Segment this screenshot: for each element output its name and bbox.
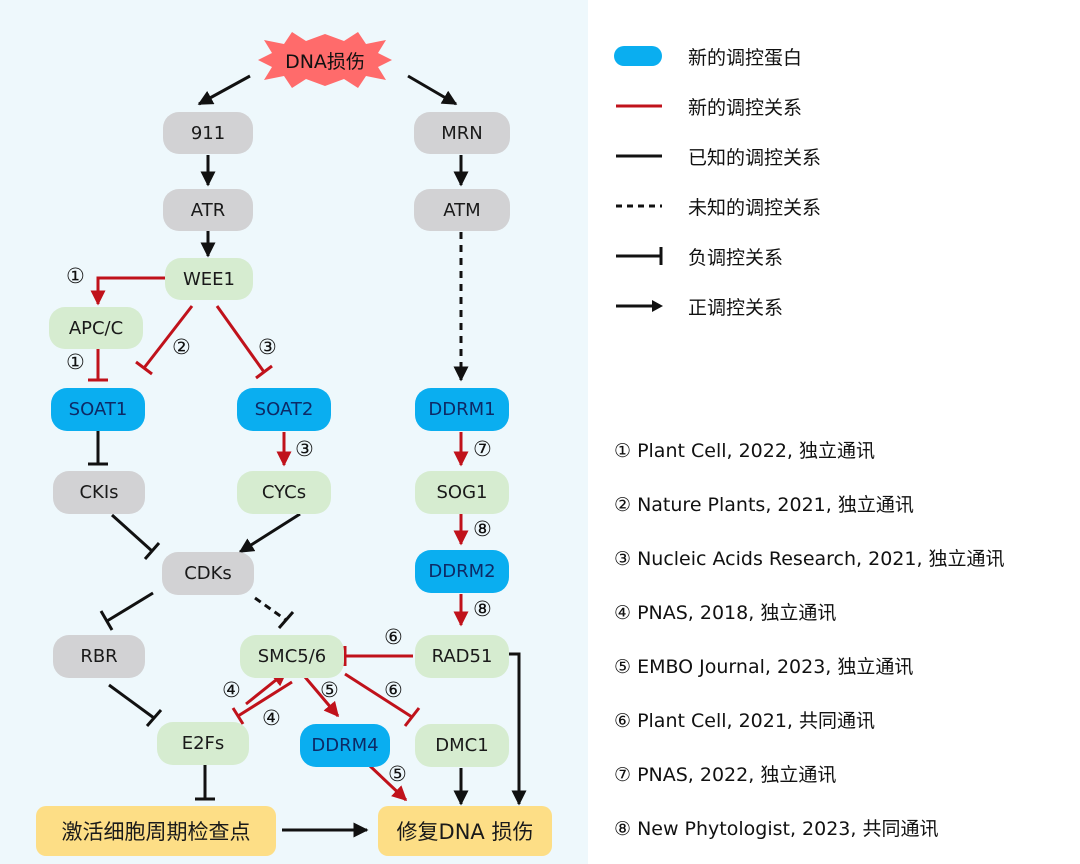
node-soat1: SOAT1 (51, 388, 145, 431)
node-ddrm1: DDRM1 (415, 388, 509, 431)
node-e2fs: E2Fs (157, 722, 249, 765)
outcome-checkpoint: 激活细胞周期检查点 (36, 806, 276, 856)
edge-cycs-cdks (238, 512, 301, 554)
reference-8: ⑧ New Phytologist, 2023, 共同通讯 (614, 818, 939, 840)
reference-1: ① Plant Cell, 2022, 独立通讯 (614, 440, 876, 462)
legend-unknown-relation (614, 191, 664, 221)
edge-smc56-e2fs (237, 680, 293, 718)
red-line-icon (616, 104, 662, 108)
node-rbr: RBR (53, 635, 145, 678)
node-atm: ATM (414, 189, 510, 231)
edge-wee1-soat1 (142, 305, 194, 369)
black-line-icon (616, 154, 662, 158)
edge-mark: ③ (295, 437, 314, 461)
node-soat2: SOAT2 (237, 388, 331, 431)
edge-rad51-repair (509, 652, 527, 806)
node-ckis: CKIs (53, 471, 145, 514)
legend-label: 未知的调控关系 (688, 197, 822, 219)
edge-mark: ① (66, 264, 85, 288)
edge-mark: ① (66, 350, 85, 374)
legend-new-protein (614, 41, 664, 71)
edge-mark: ④ (262, 706, 281, 730)
reference-2: ② Nature Plants, 2021, 独立通讯 (614, 494, 914, 516)
edge-mark: ⑤ (320, 678, 339, 702)
edge-mark: ⑥ (384, 678, 403, 702)
edge-ddrm4-repair (368, 764, 408, 802)
dashed-line-icon (616, 204, 662, 208)
legend-positive (614, 291, 664, 321)
edge-mark: ④ (222, 678, 241, 702)
edge-smc56-ddrm4 (303, 676, 340, 718)
edge-wee1-soat2 (215, 305, 266, 373)
node-911: 911 (163, 112, 253, 154)
blue-pill-icon (614, 44, 664, 68)
edge-dna-911 (197, 74, 251, 106)
edge-rbr-e2fs (108, 683, 155, 720)
node-rad51: RAD51 (415, 635, 509, 678)
reference-4: ④ PNAS, 2018, 独立通讯 (614, 602, 837, 624)
legend-new-relation (614, 91, 664, 121)
reference-7: ⑦ PNAS, 2022, 独立通讯 (614, 764, 837, 786)
reference-3: ③ Nucleic Acids Research, 2021, 独立通讯 (614, 548, 1005, 570)
edge-ckis-cdks (110, 513, 154, 553)
node-apcc: APC/C (49, 307, 143, 349)
node-mrn: MRN (414, 112, 510, 154)
legend-negative (614, 241, 664, 271)
legend-known-relation (614, 141, 664, 171)
node-sog1: SOG1 (415, 471, 509, 514)
legend-label: 正调控关系 (688, 297, 784, 319)
edge-smc56-dmc1 (344, 672, 413, 719)
legend-label: 新的调控关系 (688, 97, 803, 119)
edge-cdks-smc56 (254, 596, 287, 622)
node-atr: ATR (163, 189, 253, 231)
node-ddrm2: DDRM2 (415, 550, 509, 593)
legend-label: 负调控关系 (688, 247, 784, 269)
node-smc56: SMC5/6 (240, 635, 344, 678)
reference-6: ⑥ Plant Cell, 2021, 共同通讯 (614, 710, 876, 732)
edge-mark: ⑧ (473, 597, 492, 621)
legend-label: 已知的调控关系 (688, 147, 822, 169)
edge-dna-mrn (407, 74, 458, 106)
arrow-line-icon (616, 300, 663, 312)
edge-mark: ⑧ (473, 517, 492, 541)
node-cdks: CDKs (162, 552, 254, 595)
edge-mark: ② (172, 335, 191, 359)
node-ddrm4: DDRM4 (300, 724, 390, 767)
node-cycs: CYCs (237, 471, 331, 514)
node-wee1: WEE1 (165, 258, 253, 300)
inhibition-line-icon (616, 247, 663, 265)
edge-mark: ③ (258, 335, 277, 359)
edge-wee1-apcc (90, 276, 165, 306)
dna-damage-label: DNA损伤 (285, 50, 365, 73)
edge-cdks-rbr (106, 591, 154, 623)
edge-mark: ⑥ (384, 625, 403, 649)
edge-mark: ⑦ (473, 437, 492, 461)
node-dmc1: DMC1 (415, 724, 509, 767)
outcome-dna-repair: 修复DNA 损伤 (378, 806, 552, 856)
reference-5: ⑤ EMBO Journal, 2023, 独立通讯 (614, 656, 914, 678)
legend-label: 新的调控蛋白 (688, 47, 803, 69)
edge-mark: ⑤ (388, 762, 407, 786)
dna-damage-burst-icon (258, 32, 392, 88)
